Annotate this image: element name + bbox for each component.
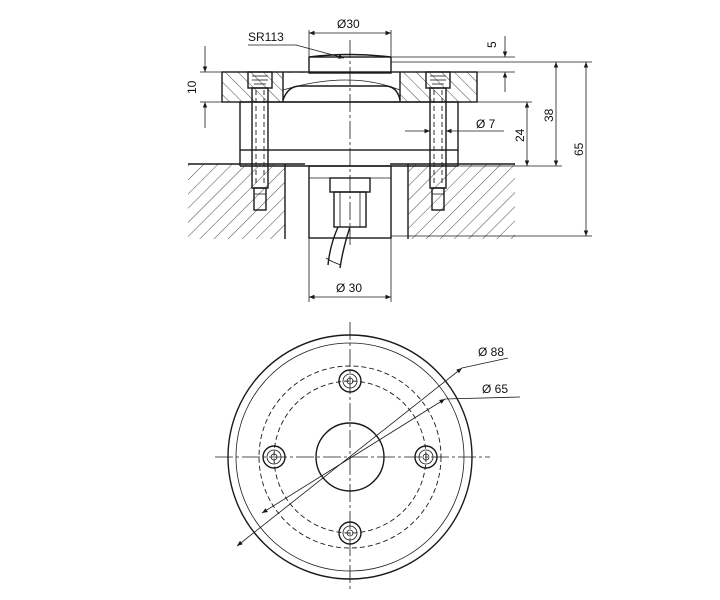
body-height-label: 24 <box>513 128 527 142</box>
outer-flange-circle <box>227 334 473 580</box>
pitch-diameter-label: Ø 65 <box>482 382 508 396</box>
hole-diameter-label: Ø 7 <box>476 117 496 131</box>
overall-height-label: 65 <box>572 142 586 156</box>
top-diameter-label: Ø30 <box>337 17 360 31</box>
button-height-label: 5 <box>485 41 499 48</box>
outer-diameter-label: Ø 88 <box>478 345 504 359</box>
left-bolt <box>247 71 273 211</box>
ground-left-hatch <box>188 164 285 239</box>
stud-diameter-label: Ø 30 <box>336 281 362 295</box>
top-view: Ø 88 Ø 65 <box>215 322 521 592</box>
sensor-body <box>239 101 459 151</box>
total-top-height-label: 38 <box>542 108 556 122</box>
side-view: Ø30 SR113 10 5 24 38 65 Ø 7 <box>185 17 592 302</box>
ground-right-hatch <box>408 164 515 239</box>
flange-height-label: 10 <box>185 80 199 94</box>
right-bolt <box>425 71 451 211</box>
sphere-radius-label: SR113 <box>248 30 284 44</box>
